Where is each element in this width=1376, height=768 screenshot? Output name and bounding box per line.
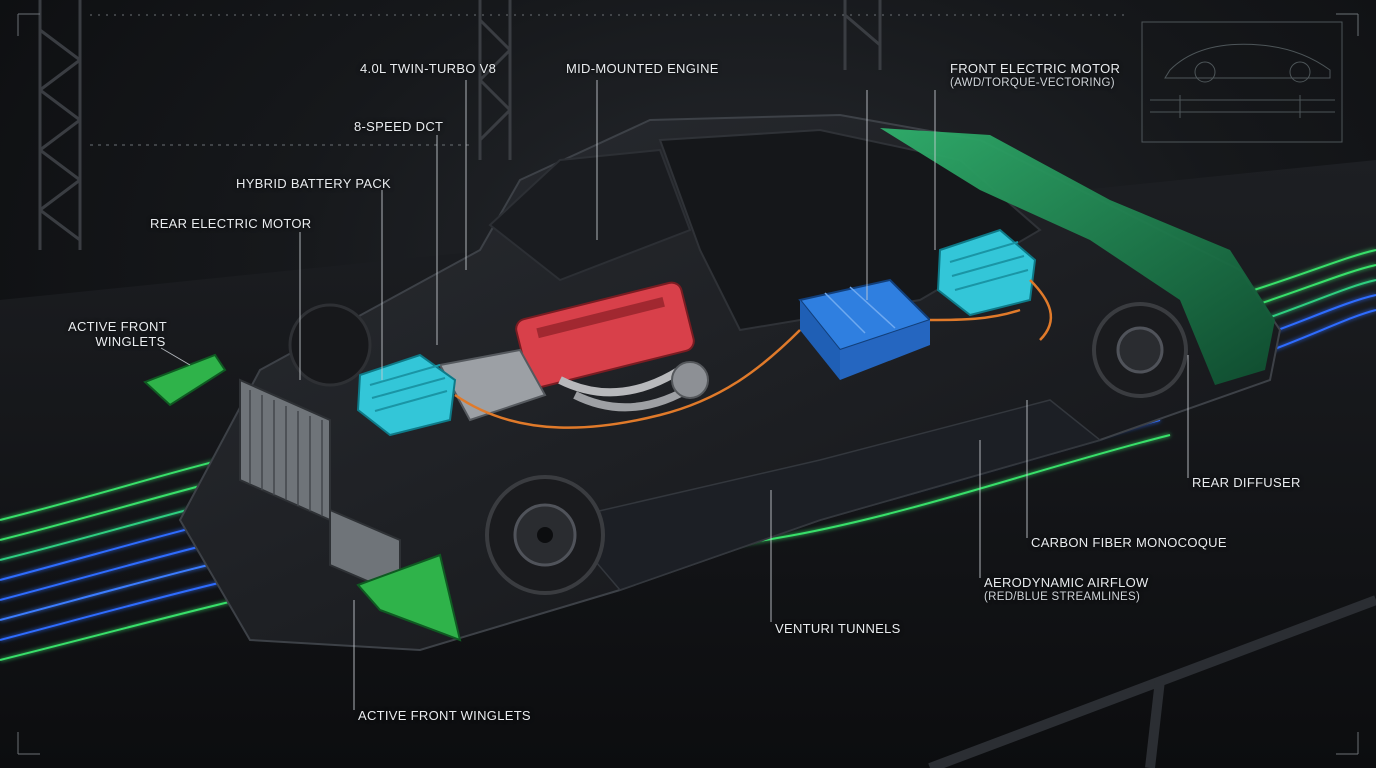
label-front-electric-motor: FRONT ELECTRIC MOTOR (AWD/TORQUE-VECTORI… xyxy=(950,61,1120,91)
wheels xyxy=(288,302,1188,595)
front-electric-motor xyxy=(936,228,1037,317)
label-front-electric-motor-sub: (AWD/TORQUE-VECTORING) xyxy=(950,77,1115,89)
label-rear-diffuser: REAR DIFFUSER xyxy=(1192,475,1301,490)
radiator xyxy=(239,378,401,597)
label-active-front-winglets-left: ACTIVE FRONT WINGLETS xyxy=(68,319,167,349)
track-rail xyxy=(928,595,1376,768)
label-winglets-left-line2: WINGLETS xyxy=(95,334,166,349)
front-winglets xyxy=(143,353,462,642)
label-venturi-tunnels: VENTURI TUNNELS xyxy=(775,621,901,636)
orange-cabling xyxy=(454,279,1052,429)
truss-towers xyxy=(38,0,882,250)
label-aerodynamic-airflow-title: AERODYNAMIC AIRFLOW xyxy=(984,575,1149,590)
frame-corners xyxy=(17,13,1359,755)
label-twin-turbo-v8: 4.0L TWIN-TURBO V8 xyxy=(360,61,497,76)
label-winglets-left-line1: ACTIVE FRONT xyxy=(68,319,167,334)
label-aerodynamic-airflow-sub: (RED/BLUE STREAMLINES) xyxy=(984,591,1141,603)
label-8-speed-dct: 8-SPEED DCT xyxy=(354,119,444,134)
label-active-front-winglets-bottom: ACTIVE FRONT WINGLETS xyxy=(358,708,531,723)
label-mid-mounted-engine: MID-MOUNTED ENGINE xyxy=(566,61,719,76)
label-aerodynamic-airflow: AERODYNAMIC AIRFLOW (RED/BLUE STREAMLINE… xyxy=(984,575,1149,605)
leader-lines xyxy=(160,80,1189,710)
hybrid-battery-pack xyxy=(798,278,932,380)
label-front-electric-motor-title: FRONT ELECTRIC MOTOR xyxy=(950,61,1121,76)
label-carbon-fiber-monocoque: CARBON FIBER MONOCOQUE xyxy=(1031,535,1227,550)
label-rear-electric-motor: REAR ELECTRIC MOTOR xyxy=(150,216,312,231)
blueprint-thumbnail xyxy=(1141,21,1343,143)
v8-engine xyxy=(515,281,709,412)
label-hybrid-battery-pack: HYBRID BATTERY PACK xyxy=(236,176,391,191)
